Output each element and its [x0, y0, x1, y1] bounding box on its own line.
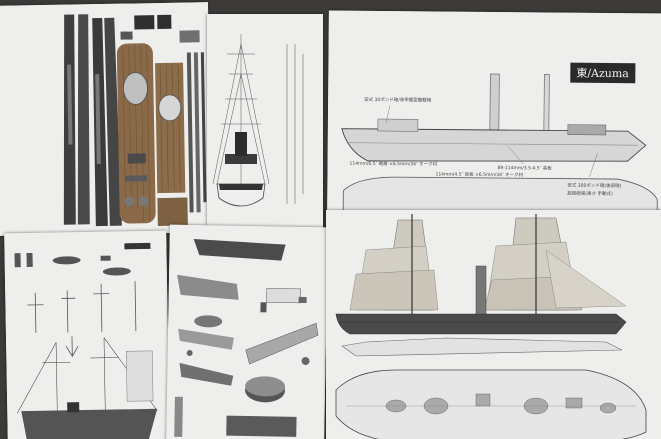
annotation-label: 安式 30ポンド砲/装甲艦型艦載砲: [364, 97, 432, 104]
hull-parts-drawing: [166, 224, 328, 439]
annotation-label: 旋回砲塔(高さ 手動式): [567, 191, 613, 198]
plan-sheet-azuma-profile: 東/Azuma 安式 30ポンド砲/装甲艦型艦載砲 114mm/6.5″ 砲盾 …: [327, 10, 661, 216]
plan-sheet-sail: [326, 210, 661, 439]
parts-sheet-hull: [166, 224, 328, 439]
parts-sheet-mast: [207, 14, 323, 228]
azuma-title: 東/Azuma: [570, 62, 635, 84]
sail-plan-drawing: [326, 210, 661, 439]
annotation-label: 安式 300ポンド砲(後部砲): [567, 183, 622, 190]
mast-rigging-drawing: [207, 14, 323, 228]
deck-parts-drawing: [0, 2, 212, 236]
azuma-profile-drawing: [327, 10, 661, 216]
annotation-label: 89-114mm/3.5-4.5″ 装板: [497, 166, 552, 172]
small-parts-drawing: [4, 230, 170, 439]
annotation-label: 114mm/4.5″ 装板 ×6.5mm/34″ オーク材: [435, 172, 524, 179]
parts-sheet-small: [4, 230, 170, 439]
parts-sheet-deck: [0, 2, 212, 236]
annotation-label: 114mm/6.5″ 砲盾 ×6.5mm/34″ オーク材: [349, 161, 438, 168]
